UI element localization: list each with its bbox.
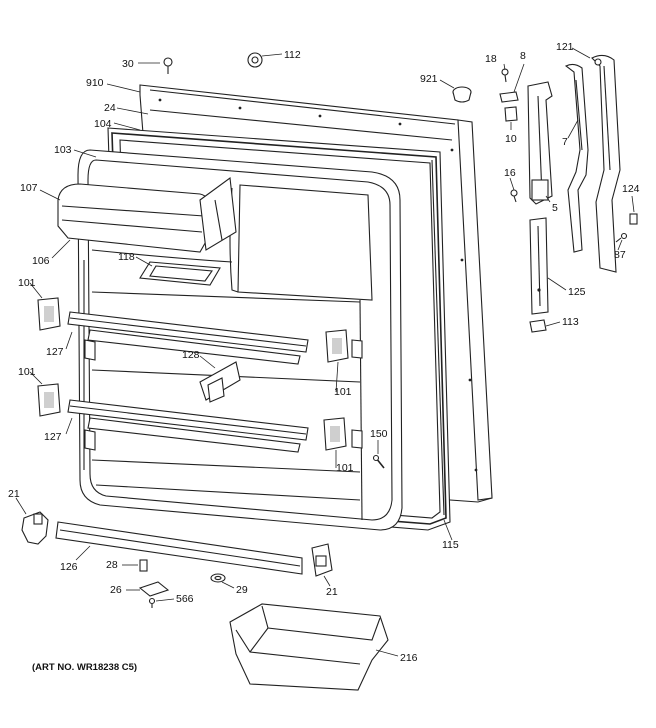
callout-910: 910 bbox=[86, 77, 104, 89]
callout-106: 106 bbox=[32, 255, 50, 267]
callout-103: 103 bbox=[54, 144, 72, 156]
plate-26 bbox=[138, 581, 170, 597]
cap-921 bbox=[452, 86, 472, 103]
washer-29 bbox=[210, 573, 226, 583]
shelf-bracket-left-upper bbox=[37, 297, 61, 331]
door-shelf-upper bbox=[67, 311, 309, 365]
callout-107: 107 bbox=[20, 182, 38, 194]
callout-921: 921 bbox=[420, 73, 438, 85]
callout-127-upper: 127 bbox=[46, 346, 64, 358]
callout-87: 87 bbox=[614, 249, 626, 261]
door-handle-121 bbox=[591, 54, 621, 273]
callout-126: 126 bbox=[60, 561, 78, 573]
callout-125: 125 bbox=[568, 286, 586, 298]
callout-104: 104 bbox=[94, 118, 112, 130]
shelf-bracket-right-upper bbox=[325, 329, 349, 363]
callout-21-left: 21 bbox=[8, 488, 20, 500]
hinge-21-right bbox=[311, 543, 333, 577]
callout-121: 121 bbox=[556, 41, 574, 53]
callout-216: 216 bbox=[400, 652, 418, 664]
callout-24: 24 bbox=[104, 102, 116, 114]
callout-150: 150 bbox=[370, 428, 388, 440]
shim-10 bbox=[504, 106, 518, 122]
callout-566: 566 bbox=[176, 593, 194, 605]
dairy-shelf-tray bbox=[139, 261, 221, 286]
bushing-8 bbox=[499, 91, 519, 103]
screw-150 bbox=[372, 454, 385, 469]
shelf-bracket-left-lower bbox=[37, 383, 61, 417]
callout-28: 28 bbox=[106, 559, 118, 571]
callout-124: 124 bbox=[622, 183, 640, 195]
callout-101-right-lower: 101 bbox=[336, 462, 354, 474]
trim-125 bbox=[529, 217, 549, 315]
callout-101-left-lower: 101 bbox=[18, 366, 36, 378]
screw-30 bbox=[163, 57, 173, 74]
callout-101-left-upper: 101 bbox=[18, 277, 36, 289]
leader-lines bbox=[15, 47, 635, 657]
screw-16 bbox=[510, 189, 518, 203]
callout-29: 29 bbox=[236, 584, 248, 596]
shelf-bracket-right-lower bbox=[323, 417, 347, 451]
callout-127-lower: 127 bbox=[44, 431, 62, 443]
callout-21-right: 21 bbox=[326, 586, 338, 598]
screw-566 bbox=[148, 597, 156, 608]
callout-26: 26 bbox=[110, 584, 122, 596]
end-cap-124 bbox=[629, 213, 638, 225]
callout-115: 115 bbox=[442, 539, 459, 551]
callout-128: 128 bbox=[182, 349, 200, 361]
callout-5: 5 bbox=[552, 202, 558, 214]
callout-118: 118 bbox=[118, 251, 135, 263]
hinge-bracket-5 bbox=[527, 81, 553, 205]
door-handle-7 bbox=[564, 63, 589, 253]
cap-113 bbox=[529, 319, 547, 333]
callout-112: 112 bbox=[284, 49, 301, 61]
pin-28 bbox=[139, 559, 148, 572]
callout-18: 18 bbox=[485, 53, 497, 65]
bottom-trim-126 bbox=[55, 521, 303, 575]
callout-7: 7 bbox=[562, 136, 568, 148]
art-number: (ART NO. WR18238 C5) bbox=[32, 662, 137, 673]
callout-101-right-upper: 101 bbox=[334, 386, 352, 398]
plug-112 bbox=[247, 52, 263, 68]
screw-18 bbox=[501, 68, 509, 83]
shelf-retainer bbox=[199, 361, 241, 403]
callout-30: 30 bbox=[122, 58, 134, 70]
screw-87 bbox=[615, 232, 628, 243]
hinge-21-left bbox=[21, 511, 49, 545]
callout-113: 113 bbox=[562, 316, 579, 328]
door-shelf-lower bbox=[67, 399, 309, 453]
callout-10: 10 bbox=[505, 133, 517, 145]
callout-labels: 30 112 910 921 24 104 103 107 106 118 10… bbox=[8, 41, 640, 673]
bin-216 bbox=[229, 603, 389, 691]
dairy-door bbox=[57, 176, 237, 253]
callout-8: 8 bbox=[520, 50, 526, 62]
callout-16: 16 bbox=[504, 167, 516, 179]
